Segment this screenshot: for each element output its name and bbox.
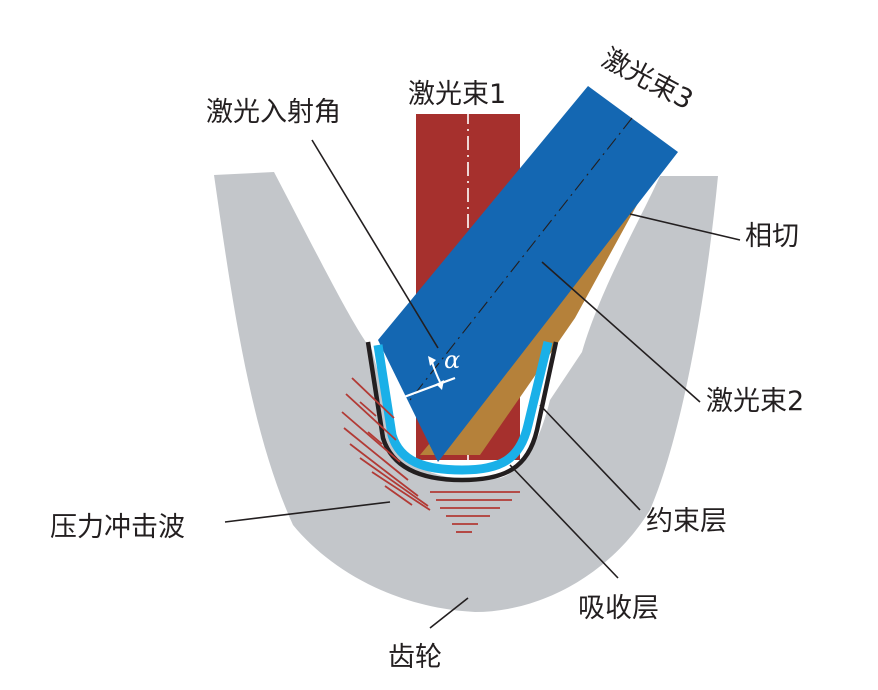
- label-absorption-layer: 吸收层: [578, 593, 659, 624]
- angle-arrow-bottom: [436, 380, 444, 390]
- label-confinement-layer: 约束层: [646, 506, 727, 537]
- leader-pressure-wave: [224, 501, 391, 523]
- confinement-layer: [373, 340, 553, 475]
- label-beam1: 激光束1: [408, 79, 506, 110]
- angle-arc: [431, 361, 441, 383]
- pressure-wave-hatching: [341, 377, 520, 533]
- leader-incidence-angle: [311, 139, 439, 349]
- label-beam2: 激光束2: [706, 386, 804, 417]
- leader-tangent: [629, 213, 741, 241]
- leader-confinement: [539, 404, 641, 511]
- laser-beam-3-axis: [409, 117, 633, 401]
- leader-gear: [429, 597, 469, 629]
- label-tangent: 相切: [745, 221, 799, 252]
- label-gear: 齿轮: [388, 642, 442, 673]
- normal-line: [395, 376, 456, 402]
- laser-beam-3: [378, 86, 678, 462]
- leader-absorption: [509, 464, 619, 579]
- leader-beam2: [541, 261, 701, 403]
- angle-arrow-top: [428, 356, 436, 366]
- gear-tooth: [214, 172, 718, 612]
- label-pressure-wave: 压力冲击波: [50, 512, 185, 543]
- label-incidence-angle: 激光入射角: [206, 97, 341, 128]
- alpha-symbol: α: [444, 346, 460, 374]
